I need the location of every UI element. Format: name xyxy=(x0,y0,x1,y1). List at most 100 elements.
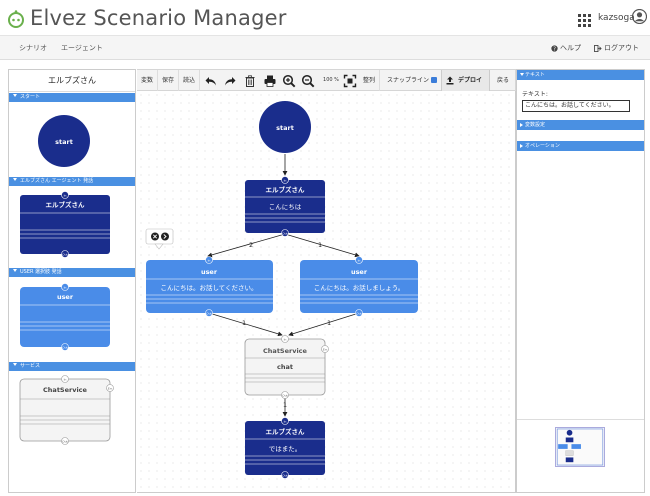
palette-user-label: user xyxy=(57,293,74,301)
node-palette: エルブズさん スタート start エルブズさん エージェント 発話 エルブズさ… xyxy=(8,69,136,493)
canvas-start-node[interactable]: start xyxy=(259,101,311,153)
edge-agent-user2[interactable] xyxy=(284,233,360,258)
palette-agent-node[interactable]: エルブズさん In Out xyxy=(20,191,110,258)
help-label: ヘルプ xyxy=(560,44,581,52)
user-node-1-port-in-label: In xyxy=(208,259,211,263)
canvas-agent-node[interactable]: エルブズさん こんにちは In Out xyxy=(245,176,325,237)
palette-service-port-out: Out xyxy=(62,440,68,444)
edge-user2-service[interactable] xyxy=(288,312,360,337)
operation-section-header[interactable]: オペレーション xyxy=(517,141,644,151)
agent-node-port-in[interactable] xyxy=(281,176,289,184)
variables-button[interactable]: 変数 xyxy=(137,70,158,91)
canvas-user-node-1[interactable]: user こんにちは。お話してください。 In Out xyxy=(146,256,273,317)
palette-start-node[interactable]: start xyxy=(38,115,90,167)
user-node-2-title: user xyxy=(351,268,368,276)
apps-grid-icon[interactable] xyxy=(578,14,591,27)
logout-link[interactable]: ログアウト xyxy=(594,43,639,53)
expand-arrow-icon xyxy=(520,123,523,127)
minimap[interactable] xyxy=(555,427,605,467)
edge-label-left: 2 xyxy=(249,241,253,249)
service-node-port-err[interactable] xyxy=(321,345,329,353)
back-button[interactable]: 戻る xyxy=(496,77,509,84)
end-node-port-in[interactable] xyxy=(281,417,289,425)
palette-user-area: user In Out xyxy=(20,283,110,351)
palette-service-port-err: Err xyxy=(108,387,113,391)
edge-user1-service[interactable] xyxy=(208,312,283,337)
palette-agent-port-in: In xyxy=(64,194,67,198)
agent-node-port-out[interactable] xyxy=(281,229,289,237)
user-node-1-port-out-label: Out xyxy=(206,312,212,316)
palette-section-service[interactable]: サービス xyxy=(9,362,135,371)
palette-user-node[interactable]: user In Out xyxy=(20,283,110,351)
palette-section-user[interactable]: USER 選択肢 発話 xyxy=(9,268,135,277)
text-field-label: テキスト: xyxy=(522,91,548,98)
agent-node-port-out-label: Out xyxy=(282,232,288,236)
load-button[interactable]: 読込 xyxy=(179,70,200,91)
user-node-1-port-out[interactable] xyxy=(205,309,213,317)
expand-arrow-icon xyxy=(520,144,523,148)
section-label: サービス xyxy=(20,363,41,369)
deploy-label: デプロイ xyxy=(458,77,483,84)
palette-title: エルブズさん xyxy=(9,70,135,92)
end-node-title: エルブズさん xyxy=(266,427,306,436)
canvas-end-agent-node[interactable]: エルブズさん ではまた。 In Out xyxy=(245,417,325,479)
user-node-2-port-out[interactable] xyxy=(355,309,363,317)
fit-screen-icon[interactable] xyxy=(343,74,357,88)
menu-scenario[interactable]: シナリオ xyxy=(19,44,47,52)
canvas-service-node[interactable]: ChatService chat In Err Out xyxy=(244,335,329,399)
top-header: Elvez Scenario Manager kazsoga xyxy=(0,0,650,36)
svg-text:?: ? xyxy=(553,46,556,52)
collapse-arrow-icon xyxy=(13,94,17,97)
collapse-arrow-icon xyxy=(13,178,17,181)
app-title: Elvez Scenario Manager xyxy=(30,6,287,30)
upload-icon xyxy=(446,76,454,85)
text-input[interactable]: こんにちは。お話してください。 xyxy=(522,100,630,112)
user-node-1-port-in[interactable] xyxy=(205,256,213,264)
snapline-label: スナップライン xyxy=(386,77,429,84)
section-label: エルブズさん エージェント 発話 xyxy=(20,178,94,184)
service-node-port-out[interactable] xyxy=(281,391,289,399)
palette-user-port-in: In xyxy=(64,286,67,290)
deploy-button[interactable]: デプロイ xyxy=(441,70,490,91)
section-label: スタート xyxy=(20,94,41,100)
palette-agent-port-out: Out xyxy=(62,253,68,257)
redo-icon[interactable] xyxy=(223,74,237,88)
palette-service-label: ChatService xyxy=(43,386,88,394)
link-node-icon[interactable] xyxy=(161,232,169,241)
snapline-toggle[interactable]: スナップライン xyxy=(383,70,441,91)
trash-icon[interactable] xyxy=(243,74,257,88)
snapline-checkbox-icon[interactable] xyxy=(431,77,437,83)
end-node-port-out[interactable] xyxy=(281,471,289,479)
edge-agent-user1[interactable] xyxy=(207,233,286,258)
zoom-out-icon[interactable] xyxy=(301,74,315,88)
text-section-header[interactable]: テキスト xyxy=(517,70,644,80)
agent-node-port-in-label: In xyxy=(284,179,287,183)
palette-section-start[interactable]: スタート xyxy=(9,93,135,102)
collapse-arrow-icon xyxy=(13,363,17,366)
zoom-in-icon[interactable] xyxy=(282,74,296,88)
user-avatar-icon[interactable] xyxy=(632,9,647,24)
service-node-port-out-label: Out xyxy=(282,394,288,398)
service-node-port-in[interactable] xyxy=(281,335,289,343)
palette-section-agent[interactable]: エルブズさん エージェント 発話 xyxy=(9,177,135,186)
user-node-2-text: こんにちは。お話しましょう。 xyxy=(314,283,405,292)
save-button[interactable]: 保存 xyxy=(158,70,179,91)
help-link[interactable]: ? ヘルプ xyxy=(551,43,581,53)
undo-icon[interactable] xyxy=(204,74,218,88)
collapse-arrow-icon xyxy=(13,269,17,272)
canvas-user-node-2[interactable]: user こんにちは。お話しましょう。 In Out xyxy=(300,256,418,317)
variable-section-header[interactable]: 変数設定 xyxy=(517,120,644,130)
username[interactable]: kazsoga xyxy=(598,13,635,23)
user-node-1-text: こんにちは。お話してください。 xyxy=(160,283,257,292)
node-action-popup[interactable] xyxy=(145,228,174,250)
flow-canvas[interactable]: 2 1 1 1 1 start エルブズさん xyxy=(137,91,516,493)
arrange-button[interactable]: 整列 xyxy=(359,70,380,91)
print-icon[interactable] xyxy=(263,74,277,88)
palette-service-node[interactable]: ChatService In Err Out xyxy=(19,375,114,445)
edge-label-u2-service: 1 xyxy=(327,319,331,327)
user-node-2-port-out-label: Out xyxy=(356,312,362,316)
menu-agent[interactable]: エージェント xyxy=(61,44,103,52)
end-node-text: ではまた。 xyxy=(269,445,302,453)
user-node-2-port-in[interactable] xyxy=(355,256,363,264)
palette-start-label: start xyxy=(55,138,73,146)
